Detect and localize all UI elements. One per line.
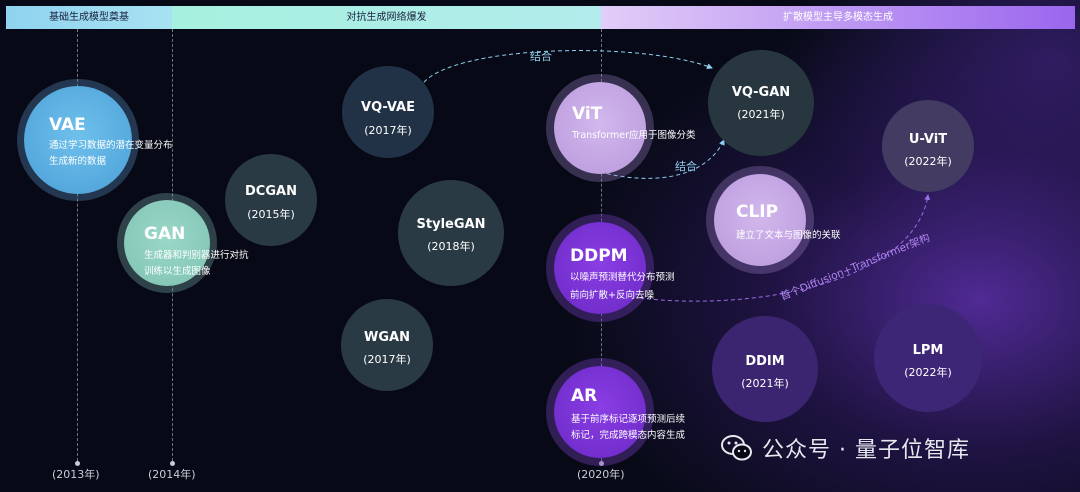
era-band-foundation: 基础生成模型奠基 bbox=[6, 6, 172, 29]
node-ddim-year: (2021年) bbox=[741, 377, 789, 390]
node-vae-desc-1: 通过学习数据的潜在变量分布 bbox=[49, 140, 173, 151]
node-lpm: LPM (2022年) bbox=[874, 304, 982, 412]
year-label-2013: (2013年) bbox=[52, 468, 100, 481]
node-wgan: WGAN (2017年) bbox=[341, 299, 433, 391]
link-vit-vqgan bbox=[599, 139, 725, 179]
timeline-line-2013 bbox=[77, 29, 78, 461]
node-uvit-year: (2022年) bbox=[904, 155, 952, 168]
node-clip: CLIP 建立了文本与图像的关联 bbox=[714, 174, 841, 266]
watermark-text: 公众号 · 量子位智库 bbox=[762, 438, 970, 463]
node-gan-desc-1: 生成器和判别器进行对抗 bbox=[144, 250, 249, 261]
node-ar-title: AR bbox=[571, 386, 598, 406]
timeline-dot-2020 bbox=[599, 461, 604, 466]
year-label-2020: (2020年) bbox=[577, 468, 625, 481]
timeline-dot-2014 bbox=[170, 461, 175, 466]
node-vae-desc-2: 生成新的数据 bbox=[49, 156, 107, 167]
node-ddpm: DDPM 以噪声预测替代分布预测 前向扩散+反向去噪 bbox=[554, 222, 675, 314]
node-vqgan-title: VQ-GAN bbox=[731, 85, 791, 100]
node-gan-title: GAN bbox=[144, 224, 186, 244]
node-ar-desc-1: 基于前序标记逐项预测后续 bbox=[571, 414, 686, 425]
node-dcgan: DCGAN (2015年) bbox=[225, 154, 317, 246]
node-vit-title: ViT bbox=[572, 104, 603, 124]
node-vit-desc-1: Transformer应用于图像分类 bbox=[572, 130, 696, 141]
node-stylegan: StyleGAN (2018年) bbox=[398, 180, 504, 286]
watermark: 公众号 · 量子位智库 bbox=[720, 430, 970, 466]
node-ddpm-title: DDPM bbox=[570, 246, 628, 266]
timeline-dot-2013 bbox=[75, 461, 80, 466]
node-gan: GAN 生成器和判别器进行对抗 训练以生成图像 bbox=[124, 200, 249, 286]
node-vqgan: VQ-GAN (2021年) bbox=[708, 50, 814, 156]
node-ddpm-desc-2: 前向扩散+反向去噪 bbox=[570, 290, 654, 301]
link-ddpm-uvit bbox=[639, 194, 931, 302]
node-uvit-title: U-ViT bbox=[908, 132, 948, 147]
node-dcgan-title: DCGAN bbox=[245, 184, 297, 199]
link-vqvae-vqgan bbox=[419, 50, 713, 89]
node-uvit: U-ViT (2022年) bbox=[882, 100, 974, 192]
wechat-icon bbox=[721, 435, 752, 461]
node-wgan-year: (2017年) bbox=[363, 353, 411, 366]
node-ar-desc-2: 标记，完成跨模态内容生成 bbox=[571, 430, 686, 441]
node-vae-title: VAE bbox=[49, 115, 86, 135]
era-band-diffusion: 扩散模型主导多模态生成 bbox=[601, 6, 1075, 29]
node-vae: VAE 通过学习数据的潜在变量分布 生成新的数据 bbox=[24, 86, 173, 194]
node-stylegan-title: StyleGAN bbox=[416, 217, 486, 232]
node-clip-desc-1: 建立了文本与图像的关联 bbox=[736, 230, 841, 241]
node-lpm-year: (2022年) bbox=[904, 366, 952, 379]
era-band-adversarial: 对抗生成网络爆发 bbox=[172, 6, 601, 29]
node-vqvae-title: VQ-VAE bbox=[361, 100, 415, 115]
node-vit: ViT Transformer应用于图像分类 bbox=[554, 82, 696, 174]
year-label-2014: (2014年) bbox=[148, 468, 196, 481]
node-vqvae-year: (2017年) bbox=[364, 124, 412, 137]
node-ddim-title: DDIM bbox=[745, 354, 785, 369]
node-ddim: DDIM (2021年) bbox=[712, 316, 818, 422]
link-label-combine-2: 结合 bbox=[675, 160, 697, 173]
node-ar: AR 基于前序标记逐项预测后续 标记，完成跨模态内容生成 bbox=[554, 366, 685, 458]
node-gan-desc-2: 训练以生成图像 bbox=[144, 266, 211, 277]
node-vqgan-year: (2021年) bbox=[737, 108, 785, 121]
node-wgan-title: WGAN bbox=[364, 330, 410, 345]
node-stylegan-year: (2018年) bbox=[427, 240, 475, 253]
node-vqvae: VQ-VAE (2017年) bbox=[342, 66, 434, 158]
node-lpm-title: LPM bbox=[912, 343, 944, 358]
link-label-combine-1: 结合 bbox=[530, 50, 552, 63]
node-dcgan-year: (2015年) bbox=[247, 208, 295, 221]
node-clip-title: CLIP bbox=[736, 202, 779, 222]
node-ddpm-desc-1: 以噪声预测替代分布预测 bbox=[570, 272, 675, 283]
